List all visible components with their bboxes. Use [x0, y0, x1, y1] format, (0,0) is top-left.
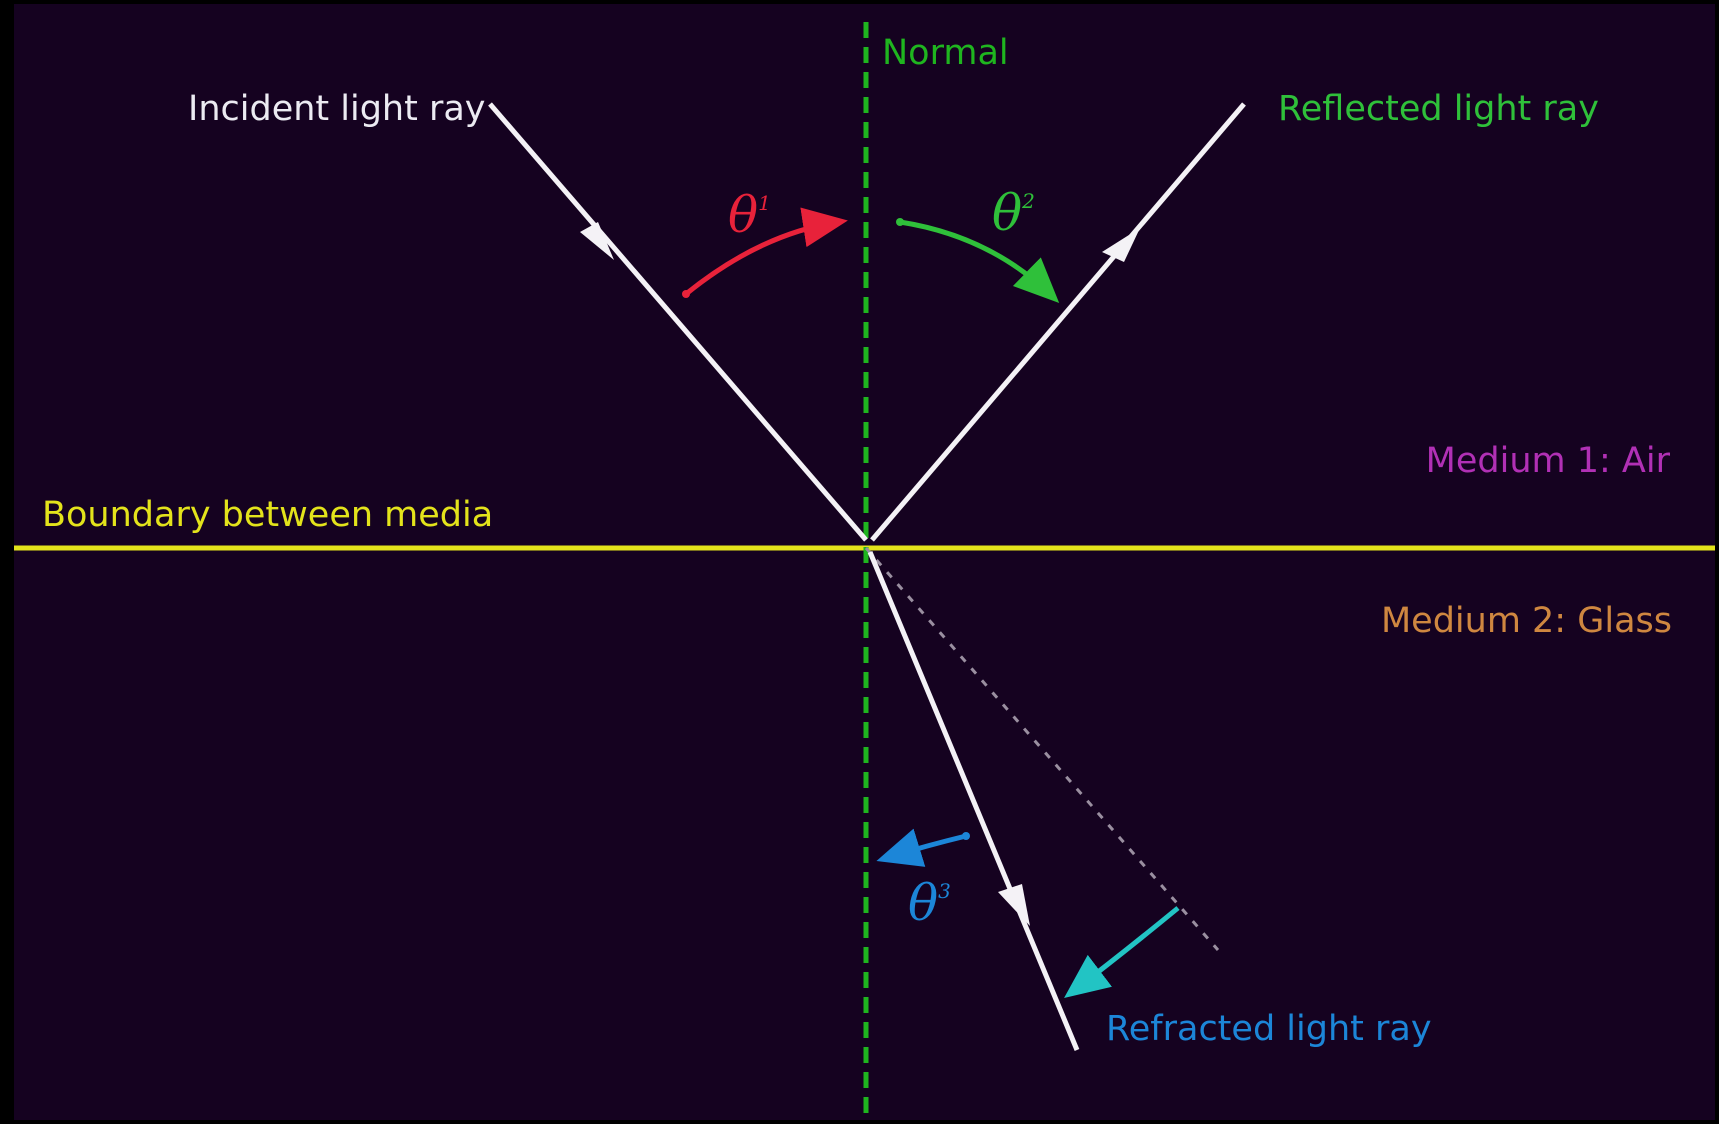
theta3-arc-end — [962, 832, 970, 840]
theta2-arc-end — [896, 218, 904, 226]
refracted-ray-arrowhead — [998, 884, 1030, 926]
medium2-label: Medium 2: Glass — [1381, 601, 1672, 641]
theta1-symbol: θ1 — [728, 186, 771, 244]
reflected-ray-label: Reflected light ray — [1278, 89, 1599, 129]
theta2-symbol: θ2 — [992, 184, 1035, 242]
theta3-symbol: θ3 — [908, 874, 951, 932]
refraction-deviation-arc — [1064, 906, 1180, 999]
refracted-ray-label: Refracted light ray — [1106, 1009, 1432, 1049]
reflected-ray-arrowhead — [1102, 228, 1140, 262]
normal-label: Normal — [882, 33, 1009, 73]
incident-ray — [488, 102, 868, 542]
theta2-angle-arc — [899, 219, 1060, 303]
refracted-ray — [867, 551, 1080, 1051]
medium1-label: Medium 1: Air — [1426, 441, 1671, 481]
reflected-ray — [870, 102, 1246, 542]
theta3-angle-arc — [876, 828, 967, 867]
incident-ray-label: Incident light ray — [188, 89, 486, 129]
theta1-arc-end — [682, 290, 690, 298]
theta1-angle-arc — [684, 207, 848, 296]
incident-ray-arrowhead — [580, 222, 614, 260]
boundary-label: Boundary between media — [42, 495, 493, 535]
